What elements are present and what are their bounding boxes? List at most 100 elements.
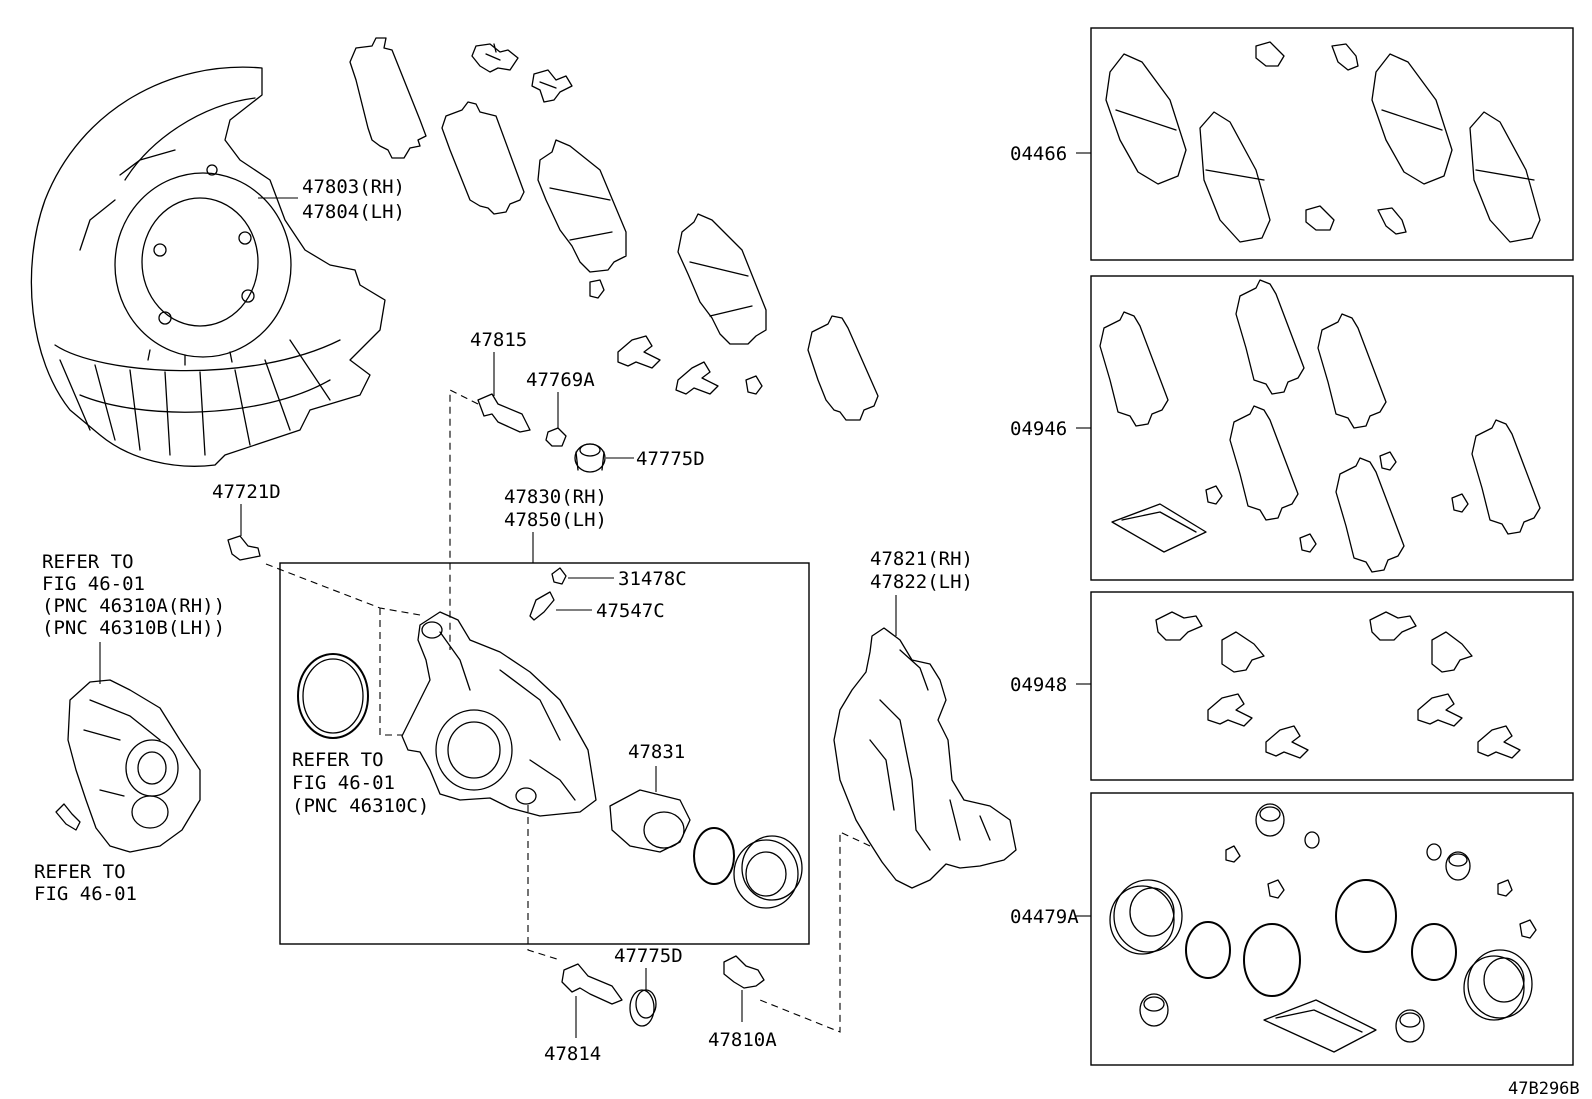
- kit-frame-04466: [1090, 27, 1574, 261]
- kit-04946-grease-packet: [1111, 503, 1207, 553]
- kit-04466-pad-2: [1199, 111, 1271, 243]
- bleeder-cap-31478C: [551, 567, 567, 585]
- slide-pin-47815: [477, 393, 531, 433]
- dust-shield: [30, 66, 386, 467]
- kit-04466-pad-4: [1469, 111, 1541, 243]
- kit-04946-clip-4: [1451, 493, 1469, 513]
- piston-boot: [733, 835, 803, 909]
- kit-04466-bolt-3: [1305, 205, 1335, 231]
- label-47850: 47850(LH): [504, 509, 607, 531]
- kit-label-04479A: 04479A: [1010, 906, 1079, 928]
- slide-pin-47814: [561, 963, 623, 1005]
- kit-04946-shim-5: [1335, 457, 1405, 573]
- kit-04948-plate-7: [1417, 693, 1463, 727]
- bleeder-plug-47547C: [529, 591, 555, 621]
- kit-04479A-seal-1: [1185, 921, 1231, 979]
- kit-04948-plate-6: [1265, 725, 1309, 759]
- kit-label-04466: 04466: [1010, 143, 1067, 165]
- rear-caliper-with-motor: [67, 679, 201, 853]
- label-47804: 47804(LH): [302, 201, 405, 223]
- kit-04948-plate-1: [1155, 611, 1203, 641]
- kit-04479A-boot-small-3: [1139, 993, 1169, 1027]
- label-47775D-top: 47775D: [636, 448, 705, 470]
- kit-04479A-boot-small-2: [1445, 851, 1471, 881]
- kit-04479A-boot-large-1: [1109, 879, 1183, 955]
- pad-clip-small-2: [745, 375, 763, 395]
- label-47831: 47831: [628, 741, 685, 763]
- kit-04466-bolt-4: [1377, 207, 1407, 235]
- piston-47831: [609, 789, 691, 853]
- caliper-body: [401, 611, 597, 817]
- figure-code: 47B296B: [1508, 1079, 1580, 1099]
- kit-label-04948: 04948: [1010, 674, 1067, 696]
- kit-04479A-cap-2: [1267, 879, 1285, 899]
- caliper-assembly-frame: [279, 562, 810, 945]
- kit-04946-shim-1: [1099, 311, 1169, 427]
- refer-left-line-3: (PNC 46310A(RH)): [42, 595, 225, 617]
- brake-pad-2: [677, 213, 767, 345]
- boot-47775D-bottom: [629, 989, 657, 1027]
- kit-04466-pad-1: [1105, 53, 1187, 185]
- pad-support-plate-top-1: [471, 43, 519, 73]
- caliper-mounting-bracket: [833, 627, 1017, 889]
- refer-left-line-1: REFER TO: [42, 551, 134, 573]
- kit-04479A-seal-4: [1411, 923, 1457, 981]
- kit-label-04946: 04946: [1010, 418, 1067, 440]
- pad-support-plate-top-2: [531, 69, 573, 103]
- refer-left-line-2: FIG 46-01: [42, 573, 145, 595]
- kit-04479A-seal-2: [1243, 923, 1301, 997]
- label-47814: 47814: [544, 1043, 601, 1065]
- label-47822: 47822(LH): [870, 571, 973, 593]
- kit-04946-shim-6: [1471, 419, 1541, 535]
- refer-left-line-4: (PNC 46310B(LH)): [42, 617, 225, 639]
- refer-mid-line-2: FIG 46-01: [292, 772, 395, 794]
- kit-04466-bolt-1: [1255, 41, 1285, 67]
- kit-04946-clip-3: [1379, 451, 1397, 471]
- kit-04466-bolt-2: [1331, 43, 1359, 71]
- label-47721D: 47721D: [212, 481, 281, 503]
- piston-seal: [693, 827, 735, 885]
- kit-04479A-cap-3: [1497, 879, 1513, 897]
- kit-frame-04946: [1090, 275, 1574, 581]
- kit-04479A-boot-small-1: [1255, 803, 1285, 837]
- kit-04479A-cap-1: [1225, 845, 1241, 863]
- kit-04479A-cap-4: [1519, 919, 1537, 939]
- label-47830: 47830(RH): [504, 486, 607, 508]
- bolt-refer-bottom: [55, 803, 81, 831]
- kit-04948-plate-8: [1477, 725, 1521, 759]
- pad-support-plate-mid-2: [675, 361, 719, 395]
- kit-04946-clip-2: [1299, 533, 1317, 553]
- kit-04479A-bushing-2: [1426, 843, 1442, 861]
- kit-04479A-seal-3: [1335, 879, 1397, 953]
- brake-pad-1: [537, 139, 627, 273]
- refer-bottom-line-2: FIG 46-01: [34, 883, 137, 905]
- label-47810A: 47810A: [708, 1029, 777, 1051]
- label-47821: 47821(RH): [870, 548, 973, 570]
- refer-mid-line-3: (PNC 46310C): [292, 795, 429, 817]
- label-47547C: 47547C: [596, 600, 665, 622]
- label-47769A: 47769A: [526, 369, 595, 391]
- pad-clip-small-1: [589, 279, 605, 299]
- kit-frame-04479A: [1090, 792, 1574, 1066]
- kit-04948-plate-5: [1207, 693, 1253, 727]
- kit-04948-plate-3: [1369, 611, 1417, 641]
- label-47803: 47803(RH): [302, 176, 405, 198]
- kit-04479A-bushing-1: [1304, 831, 1320, 849]
- kit-04479A-grease-packet: [1263, 999, 1377, 1053]
- piston-seal-ring: [297, 653, 369, 739]
- bolt-47721D: [227, 535, 261, 561]
- bushing-47769A: [545, 427, 567, 447]
- kit-04479A-boot-small-4: [1395, 1009, 1425, 1043]
- pad-support-plate-mid-1: [617, 335, 661, 369]
- refer-bottom-line-1: REFER TO: [34, 861, 126, 883]
- kit-04946-shim-4: [1229, 405, 1299, 521]
- kit-04948-plate-4: [1431, 631, 1473, 673]
- anti-squeal-shim-3: [807, 315, 879, 421]
- anti-squeal-shim-2: [441, 101, 525, 215]
- label-47775D-bottom: 47775D: [614, 945, 683, 967]
- label-47815: 47815: [470, 329, 527, 351]
- kit-04948-plate-2: [1221, 631, 1265, 673]
- kit-04479A-boot-large-2: [1463, 949, 1533, 1021]
- kit-04946-clip-1: [1205, 485, 1223, 505]
